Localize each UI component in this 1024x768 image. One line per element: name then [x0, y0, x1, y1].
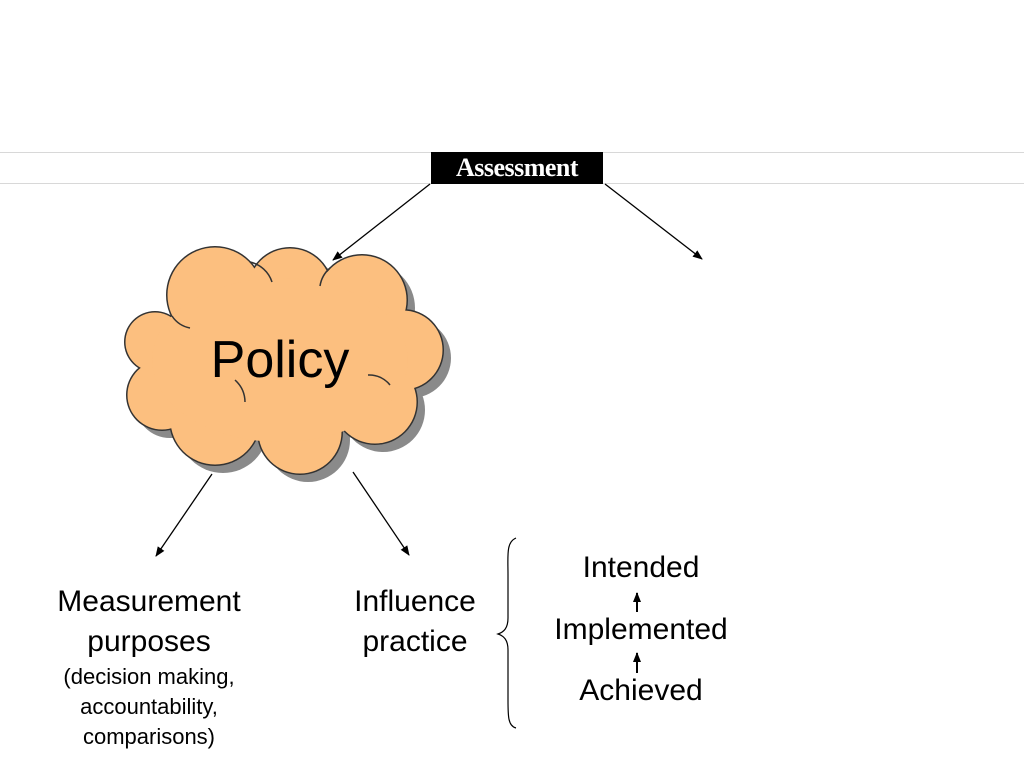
assessment-label: Assessment: [455, 153, 579, 182]
arrow-policy-to-influence: [352, 471, 410, 556]
arrow-assessment-to-policy: [332, 183, 431, 261]
measurement-line-1: Measurement: [57, 585, 241, 618]
stage-intended: Intended: [582, 551, 700, 584]
arrow-assessment-to-right: [604, 183, 703, 260]
measurement-detail-2: accountability,: [80, 694, 218, 719]
policy-cloud-bump-lines: [171, 261, 391, 403]
stage-achieved: Achieved: [579, 674, 703, 707]
measurement-detail-3: comparisons): [82, 724, 216, 749]
measurement-detail-1: (decision making,: [63, 664, 235, 689]
measurement-line-2: purposes: [87, 625, 211, 658]
arrow-policy-to-measurement: [155, 473, 213, 557]
measurement-purposes-block: Measurement purposes (decision making, a…: [28, 582, 270, 752]
policy-cloud: [125, 247, 443, 474]
stage-implemented: Implemented: [554, 613, 728, 646]
curly-brace: [496, 537, 517, 729]
influence-practice-block: Influence practice: [330, 582, 500, 662]
influence-line-2: practice: [362, 625, 468, 658]
influence-line-1: Influence: [354, 585, 476, 618]
assessment-title-box: Assessment: [431, 152, 603, 184]
policy-label: Policy: [210, 331, 350, 389]
